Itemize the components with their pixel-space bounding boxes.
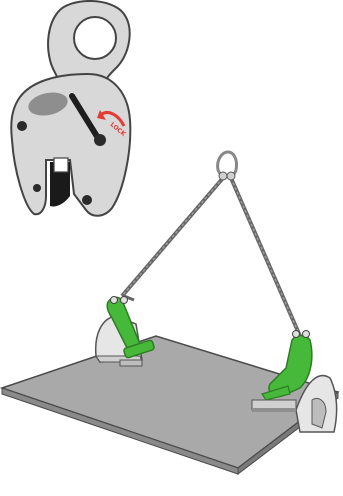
clamp-jaw-insert: [54, 158, 68, 172]
wire-rope-sling: [122, 178, 300, 336]
master-link: [218, 152, 237, 180]
clamp-bolt: [17, 121, 27, 131]
clamp-bolt: [82, 195, 92, 205]
clamp-eye-hole: [74, 17, 116, 59]
clamp-bolt: [33, 184, 41, 192]
inset-clamp: LOCK: [11, 1, 130, 216]
